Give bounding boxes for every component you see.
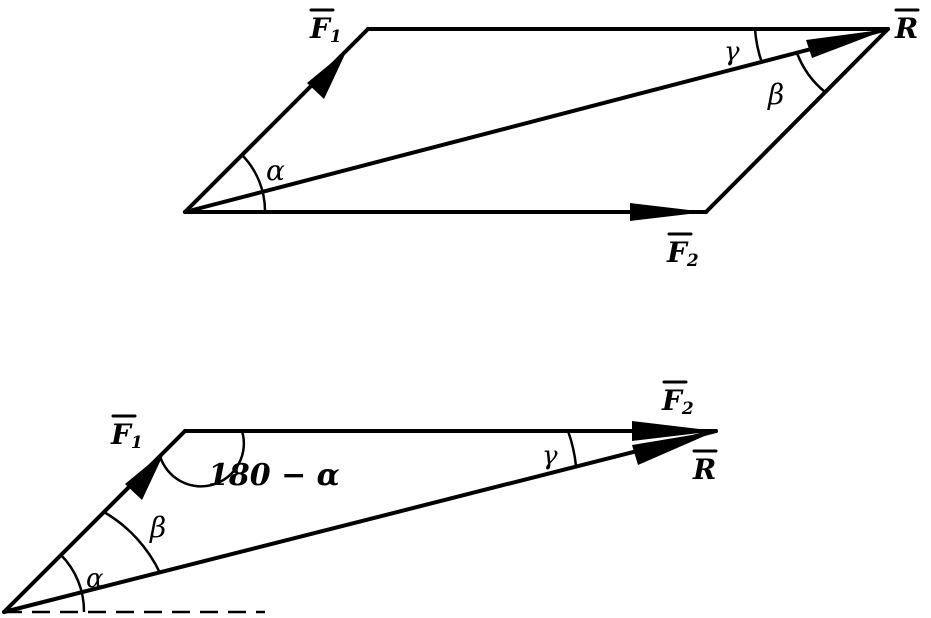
f1-arrowhead-bottom (125, 451, 165, 500)
f2-arrowhead (630, 203, 706, 221)
resultant-arrowhead (806, 29, 888, 58)
gamma-arc (753, 28, 764, 64)
r-label: R (894, 12, 918, 45)
alpha-arc-bottom (60, 554, 86, 613)
resultant-diagonal-line (183, 27, 890, 214)
gamma-label-bottom: γ (542, 441, 558, 471)
right-side-line (704, 27, 890, 214)
alpha-label-bottom: α (86, 564, 104, 594)
beta-label: β (767, 78, 784, 111)
alpha-label: α (266, 154, 285, 187)
r-label-bottom: R (692, 453, 716, 486)
gamma-arc-bottom (566, 430, 578, 467)
beta-label-bottom: β (149, 511, 166, 544)
f1-label: F1 (309, 12, 342, 47)
f2-label-bottom: F2 (661, 384, 694, 419)
beta-arc-bottom (103, 510, 162, 574)
supplement-arc-bottom (158, 430, 246, 488)
resultant-arrowhead-bottom (632, 431, 716, 465)
supplement-angle-label: 180 − α (208, 458, 340, 493)
f2-arrowhead-bottom (632, 421, 716, 441)
f1-arrowhead (307, 50, 347, 99)
gamma-label: γ (724, 37, 740, 67)
triangle-diagram: F1 F2 R α β γ 180 − α (2, 380, 718, 614)
f2-label: F2 (666, 236, 699, 271)
resultant-line-bottom (2, 429, 718, 614)
f1-label-bottom: F1 (110, 418, 143, 453)
alpha-arc (241, 154, 267, 213)
parallelogram-diagram: F1 F2 R α β γ (183, 8, 920, 271)
beta-arc (795, 52, 826, 93)
